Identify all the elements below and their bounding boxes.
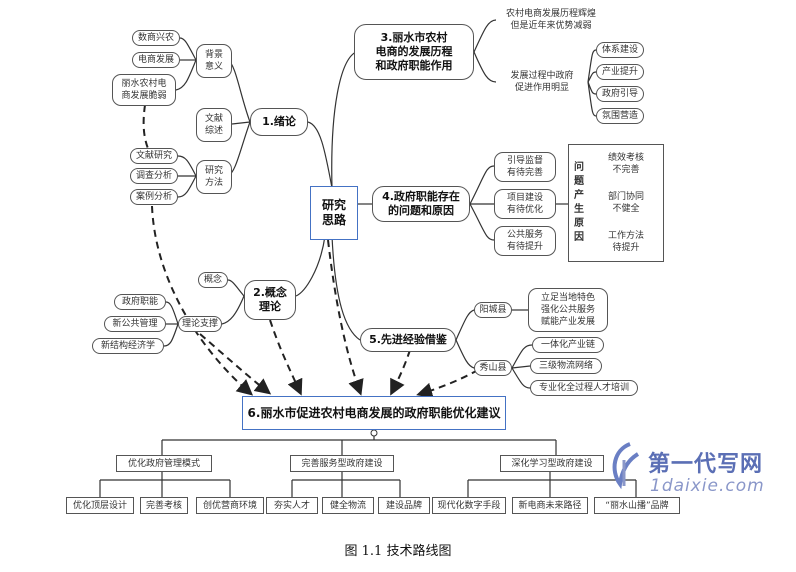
theory-item-2: 新公共管理: [104, 316, 166, 332]
b1-sub-literature: 文献 综述: [196, 108, 232, 142]
method-item-2: 调查分析: [130, 168, 178, 184]
bg-item-2: 电商发展: [132, 52, 180, 68]
figure-caption: 图 1.1 技术路线图: [344, 544, 452, 559]
branch1-title: 1.绪论: [250, 108, 308, 136]
g2-item-2: 健全物流: [322, 497, 374, 514]
link-m-1: [177, 155, 197, 177]
yangcheng-detail: 立足当地特色 强化公共服务 赋能产业发展: [528, 288, 608, 332]
cause-1: 绩效考核 不完善: [607, 153, 644, 176]
b1-sub-background: 背景 意义: [196, 44, 232, 78]
b2-concept: 概念: [198, 272, 228, 288]
b1-sub-methods: 研究 方法: [196, 160, 232, 194]
g1-item-1: 优化顶层设计: [66, 497, 134, 514]
watermark-name: 第一代写网: [648, 452, 764, 477]
theory-item-3: 新结构经济学: [92, 338, 164, 354]
method-item-3: 案例分析: [130, 189, 178, 205]
problem-2: 项目建设 有待优化: [494, 189, 556, 219]
link-r-1: [587, 49, 597, 83]
b2-theory: 理论支撑: [178, 316, 222, 332]
xiushan-item-3: 专业化全过程人才培训: [530, 380, 638, 396]
link-bg-1: [179, 37, 197, 61]
link-m-3: [177, 175, 197, 198]
cause-2: 部门协同 不健全: [607, 191, 644, 214]
dash-theory-to-b6: [199, 333, 272, 395]
junction-dot: [370, 429, 378, 437]
g3-item-1: 现代化数字手段: [432, 497, 506, 514]
link-t-1: [165, 301, 179, 325]
xiushan-item-2: 三级物流网络: [530, 358, 602, 374]
center-node: 研究 思路: [310, 186, 358, 240]
group-2-label: 完善服务型政府建设: [290, 455, 394, 472]
role-3: 政府引导: [596, 86, 644, 102]
link-t-3: [163, 323, 179, 347]
group-1-label: 优化政府管理模式: [116, 455, 212, 472]
role-2: 产业提升: [596, 64, 644, 80]
link-center-b5: [331, 235, 361, 341]
link-p-3: [469, 203, 495, 241]
watermark-logo-icon: [612, 442, 640, 490]
g1-item-2: 完善考核: [140, 497, 188, 514]
link-r-2: [587, 71, 597, 83]
role-1: 体系建设: [596, 42, 644, 58]
b3-mid: 发展过程中政府 促进作用明显: [510, 71, 574, 93]
g2-item-3: 建设品牌: [378, 497, 430, 514]
cause-list: 绩效考核 不完善 部门协同 不健全 工作方法 待提升: [589, 145, 663, 261]
dash-b5-to-b6: [390, 349, 411, 396]
g3-item-3: “丽水山播”品牌: [594, 497, 680, 514]
branch3-title: 3.丽水市农村 电商的发展历程 和政府职能作用: [354, 24, 474, 80]
link-center-b1: [307, 121, 333, 189]
branch6-title: 6.丽水市促进农村电商发展的政府职能优化建议: [242, 396, 506, 430]
role-4: 氛围营造: [596, 108, 644, 124]
branch4-title: 4.政府职能存在 的问题和原因: [372, 186, 470, 222]
problem-1: 引导监督 有待完善: [494, 152, 556, 182]
dash-xs-to-b6: [416, 369, 479, 399]
link-xs-3: [511, 367, 531, 389]
link-b2-theory: [221, 295, 245, 325]
g1-item-3: 创优营商环境: [196, 497, 264, 514]
link-b3-top: [473, 19, 497, 53]
link-bg-3: [175, 59, 197, 91]
cause-box: 问 题 产 生 原 因 绩效考核 不完善 部门协同 不健全 工作方法 待提升: [568, 144, 664, 262]
theory-item-1: 政府职能: [114, 294, 166, 310]
watermark-url: 1daixie.com: [650, 476, 765, 496]
bg-item-3: 丽水农村电 商发展脆弱: [112, 74, 176, 106]
link-p-1: [469, 165, 495, 205]
link-center-b3: [331, 51, 357, 189]
link-b3-mid: [473, 51, 497, 83]
link-xs-2: [511, 365, 531, 369]
cause-3: 工作方法 待提升: [607, 230, 644, 253]
link-b1-lit: [231, 121, 251, 125]
link-b2-concept: [227, 279, 245, 297]
dash-b2-to-b6: [269, 319, 303, 396]
group-3-label: 深化学习型政府建设: [500, 455, 604, 472]
link-xs-1: [511, 344, 533, 369]
problem-3: 公共服务 有待提升: [494, 226, 556, 256]
b3-top: 农村电商发展历程辉煌 但是近年来优势减弱: [505, 9, 596, 31]
link-b5-xs: [455, 339, 475, 369]
method-item-1: 文献研究: [130, 148, 178, 164]
link-r-4: [587, 81, 597, 117]
g3-item-2: 新电商未来路径: [512, 497, 588, 514]
b5-xiushan: 秀山县: [474, 360, 512, 376]
link-b5-yc: [455, 309, 475, 341]
branch5-title: 5.先进经验借鉴: [360, 328, 456, 352]
xiushan-item-1: 一体化产业链: [532, 337, 604, 353]
b5-yangcheng: 阳城县: [474, 302, 512, 318]
cause-label: 问 题 产 生 原 因: [574, 162, 584, 243]
branch2-title: 2.概念 理论: [244, 280, 296, 320]
bg-item-1: 数商兴农: [132, 30, 180, 46]
g2-item-1: 夯实人才: [266, 497, 318, 514]
link-center-b2: [295, 235, 326, 297]
dash-method-to-b6: [151, 205, 254, 396]
